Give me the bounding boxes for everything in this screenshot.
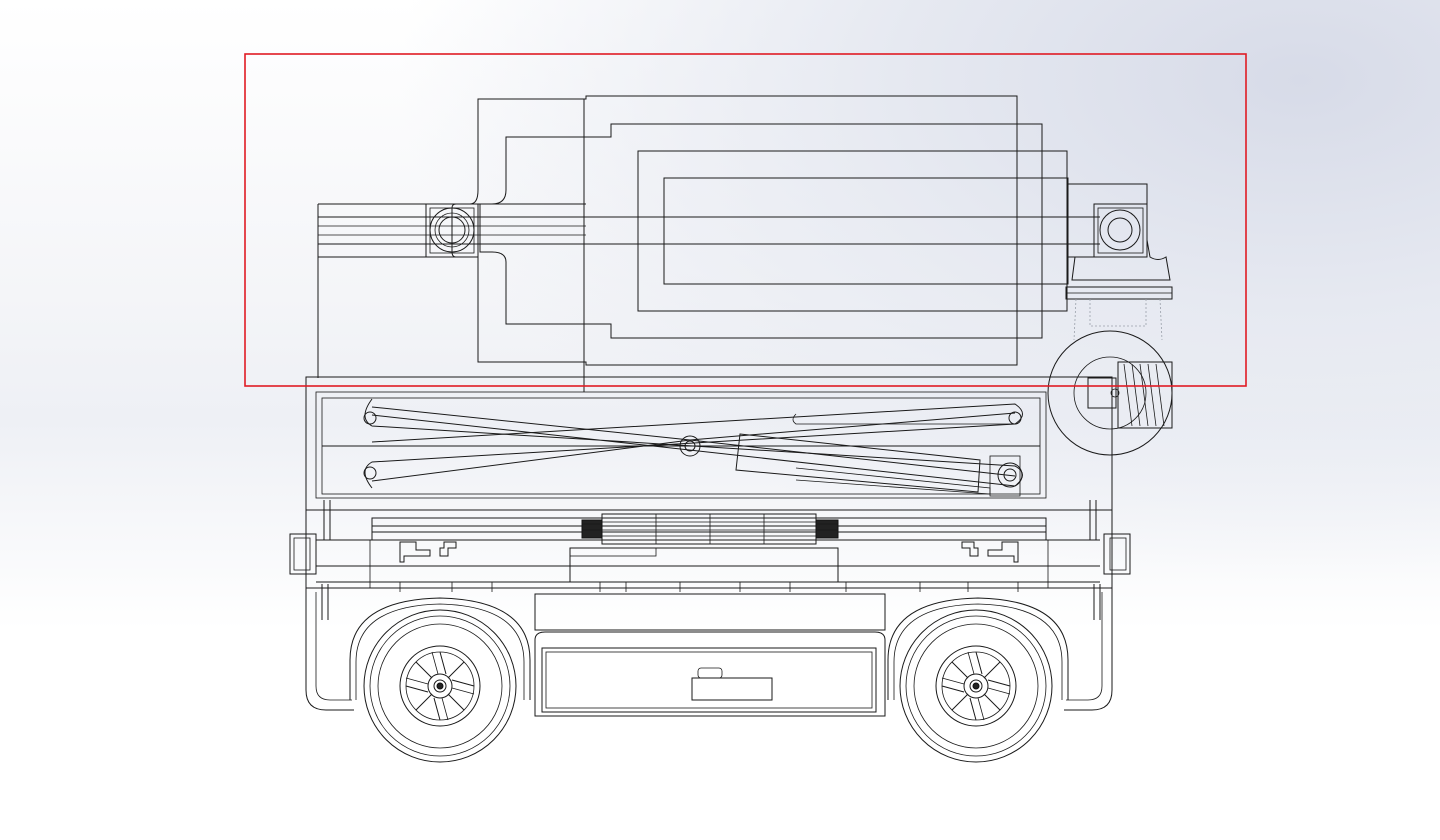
right-bearing-bracket[interactable] bbox=[1047, 183, 1173, 456]
selection-rectangle[interactable] bbox=[244, 53, 1247, 387]
left-bearing[interactable] bbox=[425, 203, 479, 258]
chassis-body[interactable] bbox=[289, 500, 1131, 717]
motor-housing-assembly[interactable] bbox=[317, 95, 1100, 392]
scissor-lift-frame[interactable] bbox=[305, 376, 1113, 511]
wheel-right[interactable] bbox=[887, 597, 1069, 763]
wheel-left[interactable] bbox=[349, 597, 531, 763]
